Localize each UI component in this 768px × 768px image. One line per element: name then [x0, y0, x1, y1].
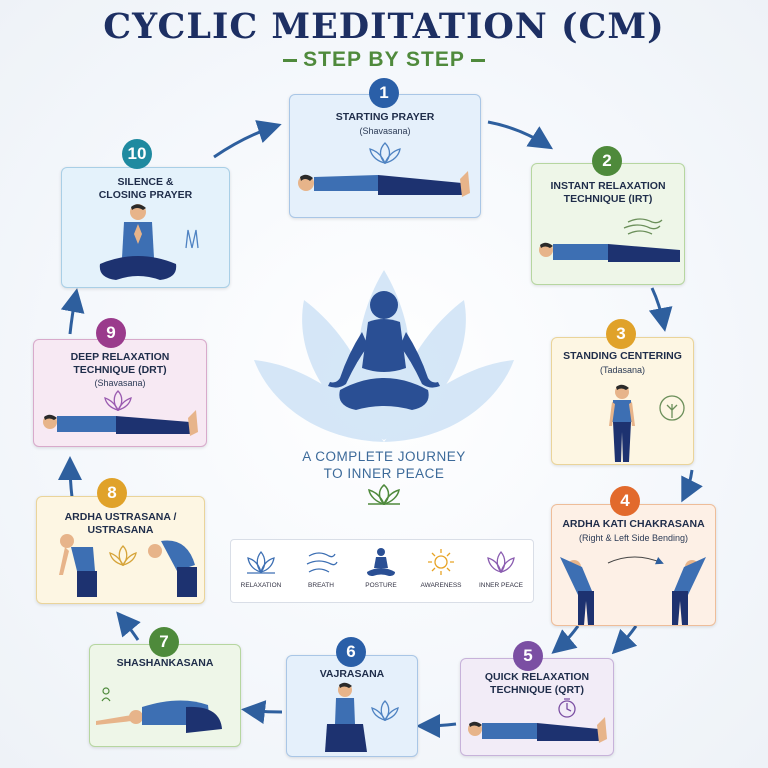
- legend-label-inner-peace: INNER PEACE: [478, 582, 524, 589]
- legend-item-breath: BREATH: [291, 546, 351, 589]
- lotus-icon: [109, 545, 137, 567]
- camel-pose-figures: [59, 534, 197, 597]
- step-4-number-badge: 4: [610, 486, 640, 516]
- step-card-4: ARDHA KATI CHAKRASANA (Right & Left Side…: [551, 504, 716, 626]
- lotus-icon: [487, 550, 515, 574]
- step-2-label-line2: TECHNIQUE (IRT): [563, 193, 653, 205]
- step-4-label: ARDHA KATI CHAKRASANA: [562, 518, 705, 530]
- center-small-lotus-icon: [368, 484, 400, 506]
- step-3-sub: (Tadasana): [599, 365, 646, 375]
- step-10-label-line1: SILENCE &: [117, 176, 174, 188]
- step-3-label: STANDING CENTERING: [563, 350, 682, 362]
- step-5-label-line1: QUICK RELAXATION: [484, 671, 590, 683]
- sun-icon: [428, 549, 454, 575]
- step-10-label-line2: CLOSING PRAYER: [98, 189, 193, 201]
- step-9-label-line1: DEEP RELAXATION: [70, 351, 170, 363]
- legend-label-relaxation: RELAXATION: [240, 582, 282, 589]
- side-bending-figures: [560, 556, 706, 625]
- legend-label-awareness: AWARENESS: [420, 582, 462, 589]
- arrow-3-to-4: [681, 469, 703, 503]
- step-2-number-badge: 2: [592, 146, 622, 176]
- legend-box: RELAXATION BREATH POSTURE: [230, 539, 534, 603]
- legend-label-breath: BREATH: [308, 582, 334, 589]
- person-icon: [101, 687, 111, 702]
- breath-icon: [623, 218, 663, 235]
- breath-icon: [306, 552, 338, 573]
- center-lotus-meditation-icon: [254, 270, 514, 442]
- arrow-9-to-10: [60, 288, 85, 335]
- step-9-number-badge: 9: [96, 318, 126, 348]
- tree-icon: [659, 395, 685, 421]
- arrow-7-to-8: [116, 611, 141, 641]
- step-8-number-badge: 8: [97, 478, 127, 508]
- step-4-sub: (Right & Left Side Bending): [578, 533, 689, 543]
- kneeling-person-figure: [325, 682, 367, 752]
- step-1-number-badge: 1: [369, 78, 399, 108]
- legend-item-posture: POSTURE: [351, 546, 411, 589]
- step-1-label: STARTING PRAYER: [335, 111, 435, 123]
- arrow-6-to-7: [241, 700, 283, 725]
- step-card-9: DEEP RELAXATION TECHNIQUE (DRT) (Shavasa…: [33, 339, 207, 447]
- lying-person-figure: [43, 410, 198, 436]
- step-5-label-line2: TECHNIQUE (QRT): [490, 684, 584, 696]
- standing-person-figure: [609, 384, 635, 462]
- step-3-number-badge: 3: [606, 319, 636, 349]
- seated-prayer-figure: [99, 204, 177, 280]
- step-card-2: INSTANT RELAXATION TECHNIQUE (IRT): [531, 163, 685, 285]
- page-subtitle: STEP BY STEP: [0, 48, 768, 72]
- step-10-number-badge: 10: [122, 139, 152, 169]
- arrow-4-to-5a: [551, 625, 580, 654]
- step-card-6: VAJRASANA: [286, 655, 418, 757]
- subtitle-dash-left: [283, 58, 298, 62]
- step-card-7: SHASHANKASANA: [89, 644, 241, 747]
- step-7-number-badge: 7: [149, 627, 179, 657]
- arrow-1-to-2: [487, 120, 554, 150]
- step-9-label-line2: TECHNIQUE (DRT): [73, 364, 167, 376]
- step-7-label: SHASHANKASANA: [116, 657, 214, 669]
- step-card-3: STANDING CENTERING (Tadasana): [551, 337, 694, 465]
- subtitle-text: STEP BY STEP: [303, 48, 465, 71]
- center-caption-line2: TO INNER PEACE: [323, 466, 445, 481]
- lotus-icon: [371, 700, 399, 722]
- subtitle-dash-right: [470, 58, 485, 62]
- stopwatch-icon: [558, 698, 576, 718]
- lying-person-figure: [468, 717, 607, 743]
- lotus-icon: [247, 550, 275, 574]
- step-8-label-line1: ARDHA USTRASANA /: [64, 511, 177, 523]
- page-title: CYCLIC MEDITATION (CM): [103, 6, 665, 47]
- step-2-label-line1: INSTANT RELAXATION: [550, 180, 666, 192]
- lotus-icon: [104, 390, 132, 412]
- lotus-icon: [369, 142, 401, 164]
- step-6-number-badge: 6: [336, 637, 366, 667]
- arrow-2-to-3: [648, 287, 673, 332]
- step-9-sub: (Shavasana): [94, 378, 146, 388]
- childs-pose-figure: [96, 700, 222, 733]
- step-card-5: QUICK RELAXATION TECHNIQUE (QRT): [460, 658, 614, 756]
- meditation-figure-icon: [367, 548, 395, 576]
- step-card-10: SILENCE & CLOSING PRAYER: [61, 167, 230, 288]
- step-8-label-line2: USTRASANA: [87, 524, 154, 536]
- center-caption-line1: A COMPLETE JOURNEY: [302, 449, 466, 464]
- legend-item-relaxation: RELAXATION: [231, 546, 291, 589]
- step-1-sub: (Shavasana): [359, 126, 411, 136]
- step-card-8: ARDHA USTRASANA / USTRASANA: [36, 496, 205, 604]
- legend-item-inner-peace: INNER PEACE: [471, 546, 531, 589]
- step-card-1: STARTING PRAYER (Shavasana): [289, 94, 481, 218]
- lying-person-figure: [539, 242, 680, 262]
- lying-person-figure: [298, 171, 470, 197]
- legend-item-awareness: AWARENESS: [411, 546, 471, 589]
- arrow-8-to-9: [58, 456, 83, 498]
- arrow-10-to-1: [213, 120, 282, 159]
- arrow-5-to-6: [416, 713, 457, 738]
- folded-hands-icon: [185, 229, 199, 249]
- step-6-label: VAJRASANA: [319, 668, 385, 680]
- legend-label-posture: POSTURE: [365, 582, 397, 589]
- center-caption: A COMPLETE JOURNEY TO INNER PEACE: [274, 448, 494, 482]
- step-5-number-badge: 5: [513, 641, 543, 671]
- arrow-4-to-5b: [611, 625, 638, 655]
